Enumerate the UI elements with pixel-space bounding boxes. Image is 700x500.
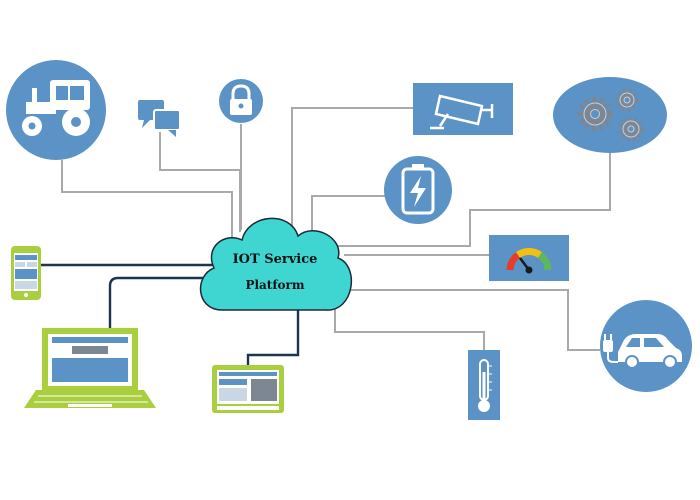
- link-tractor: [61, 160, 233, 238]
- link-chat: [159, 132, 241, 232]
- gauge-node[interactable]: [489, 235, 569, 281]
- platform-title-line-1: IOT Service: [232, 252, 318, 267]
- security-camera-icon: [430, 94, 494, 130]
- gears-node[interactable]: [553, 77, 667, 153]
- link-tablet: [246, 304, 300, 365]
- platform-title-line-2: Platform: [245, 278, 305, 292]
- iot-cloud: [199, 217, 353, 311]
- gray-connectors: [61, 107, 611, 351]
- gears-icon: [577, 88, 644, 142]
- link-laptop: [108, 276, 212, 328]
- thermometer-node[interactable]: [468, 350, 500, 420]
- gauge-meter-icon: [506, 248, 552, 274]
- laptop-icon[interactable]: [24, 328, 156, 408]
- link-thermometer: [334, 300, 485, 350]
- tablet-icon[interactable]: [212, 365, 284, 413]
- link-car: [344, 289, 600, 351]
- tractor-icon: [22, 80, 90, 136]
- thermometer-icon: [478, 359, 492, 412]
- lock-node[interactable]: [219, 79, 263, 123]
- car-node[interactable]: [600, 300, 692, 392]
- chat-bubbles-icon[interactable]: [138, 100, 181, 137]
- tractor-node[interactable]: [6, 60, 106, 160]
- smartphone-icon[interactable]: [11, 246, 41, 300]
- link-gears: [322, 150, 611, 247]
- battery-charging-icon: [401, 164, 435, 215]
- link-camera: [291, 107, 413, 228]
- link-battery: [311, 195, 386, 236]
- electric-car-icon: [603, 334, 682, 369]
- lock-icon: [230, 84, 252, 115]
- camera-node[interactable]: [413, 83, 513, 135]
- dark-connectors: [40, 263, 300, 365]
- battery-node[interactable]: [384, 156, 452, 224]
